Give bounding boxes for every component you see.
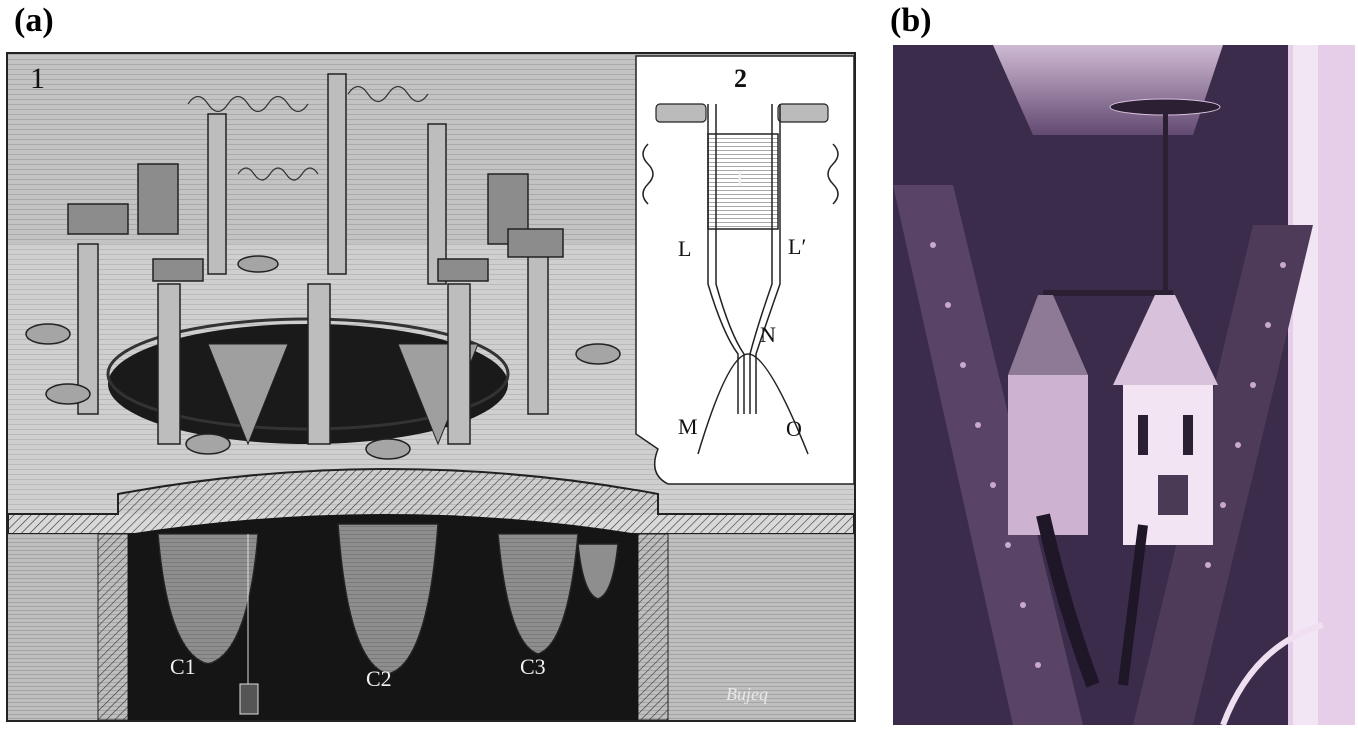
label-O: O bbox=[786, 416, 802, 441]
figure-2-number: 2 bbox=[734, 64, 747, 93]
label-N: N bbox=[760, 322, 776, 347]
figure-1-number: 1 bbox=[30, 62, 45, 95]
photograph-image bbox=[893, 45, 1355, 725]
cup-label-c3: C3 bbox=[520, 654, 546, 679]
engraving-illustration bbox=[8, 54, 854, 720]
cup-label-c1: C1 bbox=[170, 654, 196, 679]
label-M: M bbox=[678, 414, 698, 439]
photograph-panel bbox=[893, 45, 1355, 725]
cup-label-c2: C2 bbox=[366, 666, 392, 691]
panel-label-a: (a) bbox=[14, 2, 54, 39]
label-L: L bbox=[678, 236, 692, 261]
coil-label: I bbox=[736, 166, 744, 191]
engraving-panel: 1 2 I L L′ N M O C1 C2 C3 Bujeq bbox=[6, 52, 856, 722]
label-L-prime: L′ bbox=[788, 234, 807, 259]
artist-signature: Bujeq bbox=[726, 684, 768, 704]
panel-label-b: (b) bbox=[890, 2, 932, 39]
